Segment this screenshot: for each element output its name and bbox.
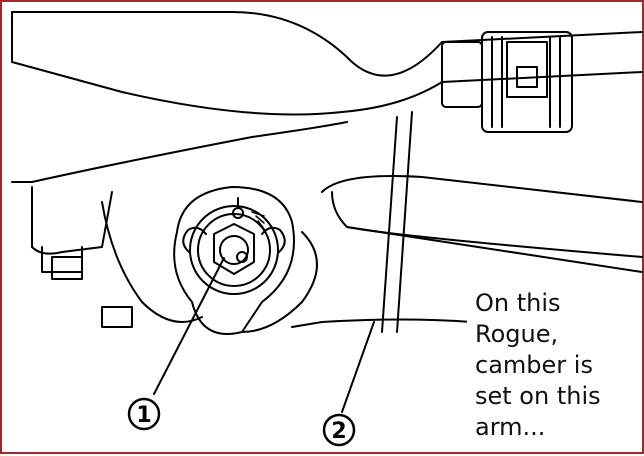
knuckle-bracket xyxy=(31,186,203,328)
lower-control-arm xyxy=(241,111,643,333)
leader-line-2 xyxy=(341,321,375,413)
callout-2-number: 2 xyxy=(331,419,346,444)
frame-member xyxy=(11,11,643,183)
leader-lines xyxy=(153,257,375,413)
callout-1: 1 xyxy=(127,397,161,431)
camber-adjust-cam xyxy=(173,186,295,335)
caption-text: On this Rogue, camber is set on this arm… xyxy=(467,282,637,442)
bushing-clamp xyxy=(441,31,573,133)
callout-2: 2 xyxy=(322,413,356,447)
leader-line-1 xyxy=(153,257,225,395)
callout-1-number: 1 xyxy=(136,403,151,428)
